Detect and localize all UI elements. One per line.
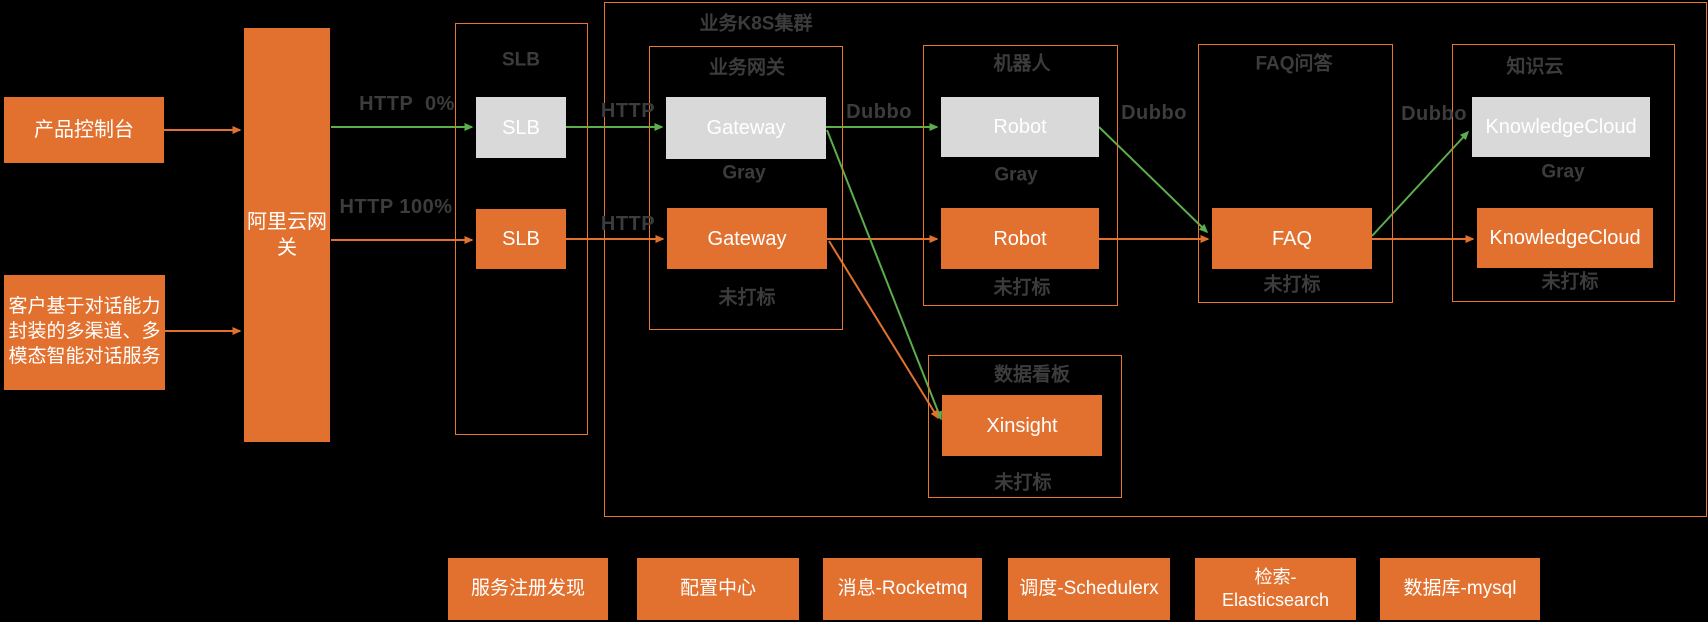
- label-dubbo-faq-kc: Dubbo: [1401, 103, 1467, 125]
- node-robot-gray: Robot: [941, 97, 1099, 157]
- node-faq-node: FAQ: [1212, 208, 1372, 269]
- group-title-k8s-cluster: 业务K8S集群: [699, 13, 813, 35]
- label-http-0pct: HTTP 0%: [359, 93, 455, 115]
- group-title-robot: 机器人: [993, 53, 1051, 75]
- node-aliyun-gateway: 阿里云网 关: [244, 28, 330, 442]
- node-schedulerx: 调度-Schedulerx: [1008, 558, 1170, 620]
- node-mysql: 数据库-mysql: [1380, 558, 1540, 620]
- group-title-biz-gateway: 业务网关: [708, 57, 786, 79]
- group-faq: [1198, 44, 1393, 303]
- node-knowledgecloud-gray: KnowledgeCloud: [1472, 97, 1650, 157]
- group-knowledge-cloud: [1452, 44, 1675, 302]
- node-elasticsearch: 检索- Elasticsearch: [1195, 558, 1356, 620]
- node-slb-prod: SLB: [476, 209, 566, 269]
- label-tag-untagged-xinsight: 未打标: [994, 472, 1052, 494]
- node-gateway-gray: Gateway: [666, 97, 826, 159]
- label-tag-gray-robot: Gray: [994, 164, 1038, 186]
- label-tag-untagged-faq: 未打标: [1263, 274, 1321, 296]
- label-http-gray-path: HTTP: [600, 100, 656, 122]
- label-http-prod-path: HTTP: [600, 213, 656, 235]
- group-slb: [455, 23, 588, 435]
- label-http-100pct: HTTP 100%: [339, 196, 453, 218]
- node-gateway-prod: Gateway: [667, 208, 827, 269]
- group-title-knowledge-cloud: 知识云: [1506, 56, 1564, 78]
- label-tag-gray-kc: Gray: [1541, 161, 1585, 183]
- group-dashboard: [928, 355, 1122, 498]
- node-knowledgecloud-prod: KnowledgeCloud: [1477, 208, 1653, 268]
- group-title-dashboard: 数据看板: [993, 364, 1071, 386]
- label-tag-untagged-gateway: 未打标: [718, 287, 776, 309]
- group-robot: [923, 45, 1118, 306]
- node-product-console: 产品控制台: [4, 97, 164, 163]
- node-service-registry: 服务注册发现: [448, 558, 608, 620]
- label-tag-untagged-kc: 未打标: [1541, 271, 1599, 293]
- node-xinsight: Xinsight: [942, 395, 1102, 456]
- group-biz-gateway: [649, 46, 843, 330]
- node-robot-prod: Robot: [941, 208, 1099, 269]
- label-tag-untagged-robot: 未打标: [993, 277, 1051, 299]
- group-k8s-cluster: [604, 2, 1707, 517]
- group-title-slb: SLB: [502, 49, 540, 71]
- label-dubbo-robot-faq: Dubbo: [1121, 102, 1187, 124]
- group-title-faq: FAQ问答: [1255, 53, 1333, 75]
- node-config-center: 配置中心: [637, 558, 799, 620]
- node-customer-service: 客户基于对话能力 封装的多渠道、多 模态智能对话服务: [4, 275, 165, 390]
- label-tag-gray-gateway: Gray: [722, 162, 766, 184]
- node-rocketmq: 消息-Rocketmq: [823, 558, 982, 620]
- node-slb-gray: SLB: [476, 97, 566, 158]
- label-dubbo-gateway-robot: Dubbo: [846, 101, 912, 123]
